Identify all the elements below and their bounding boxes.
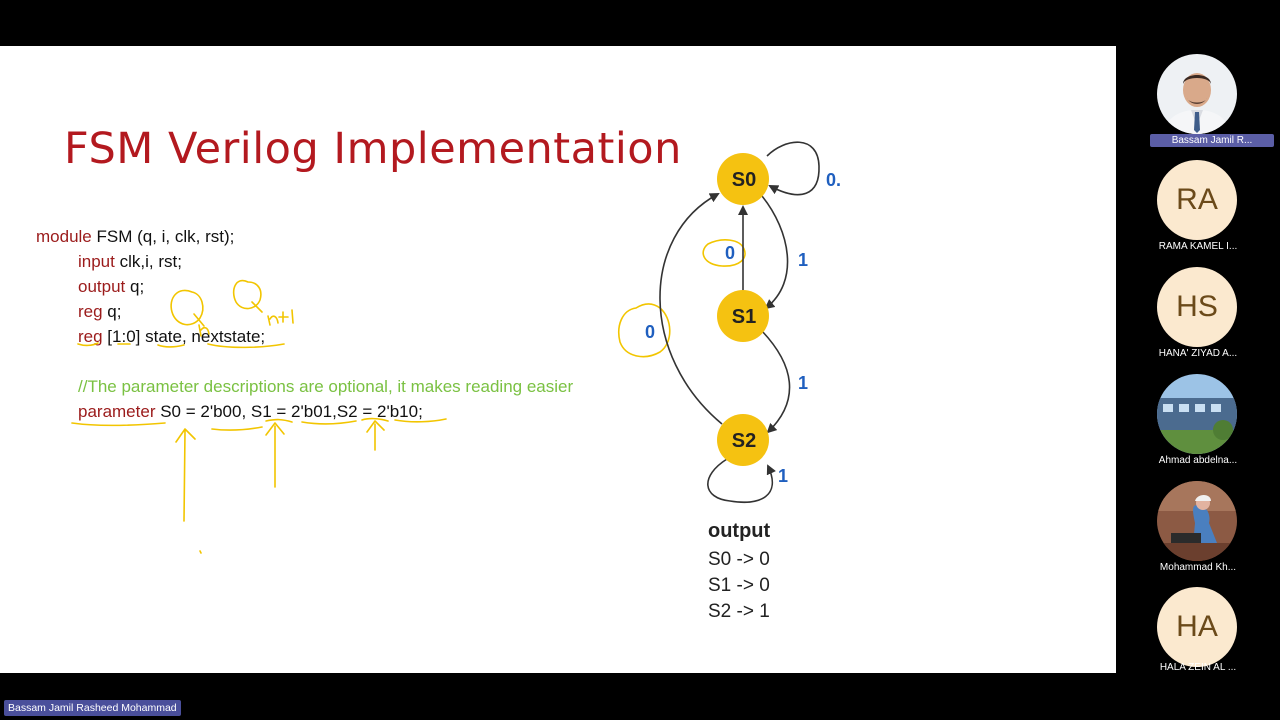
state-s0-label: S0 <box>732 169 756 191</box>
participant-name: Ahmad abdelna... <box>1158 455 1238 466</box>
fsm-state-diagram: S0 S1 S2 0. 1 0 1 0 1 <box>645 141 841 503</box>
participant-tile[interactable]: Mohammad Kh... <box>1116 480 1280 584</box>
edge-label-s1-s0: 0 <box>725 243 735 263</box>
participant-tile[interactable]: HA HALA ZEIN AL ... <box>1116 587 1280 691</box>
code-comment: //The parameter descriptions are optiona… <box>78 377 574 396</box>
state-s1-label: S1 <box>732 306 756 328</box>
avatar: HS <box>1157 267 1237 347</box>
slide-title: FSM Verilog Implementation <box>64 124 682 174</box>
participant-tile[interactable]: RA RAMA KAMEL I... <box>1116 159 1280 263</box>
code-line: module FSM (q, i, clk, rst); <box>36 224 573 249</box>
code-keyword: reg <box>78 327 103 346</box>
edge-label-s0-s1: 1 <box>798 250 808 270</box>
state-s2-node <box>717 414 769 466</box>
participant-tile[interactable]: Bassam Jamil R... <box>1116 52 1280 156</box>
avatar <box>1157 481 1237 561</box>
state-s0-node <box>717 153 769 205</box>
edge-label-s2-self: 1 <box>778 466 788 486</box>
code-text: clk,i, rst; <box>114 252 182 271</box>
code-text: FSM (q, i, clk, rst); <box>91 227 235 246</box>
code-line: reg [1:0] state, nextstate; <box>36 324 573 349</box>
state-s1-node <box>717 290 769 342</box>
code-text: [1:0] state, nextstate; <box>102 327 266 346</box>
avatar <box>1157 54 1237 134</box>
building-photo-icon <box>1157 374 1237 454</box>
presentation-slide: FSM Verilog Implementation module FSM (q… <box>0 46 1116 673</box>
person-photo-icon <box>1157 54 1237 134</box>
code-text: q; <box>125 277 145 296</box>
output-line-s1: S1 -> 0 <box>708 575 770 596</box>
code-line: output q; <box>36 274 573 299</box>
person-photo-icon <box>1157 481 1237 561</box>
edge-s0-s1 <box>761 195 789 310</box>
edge-label-s1-s2: 1 <box>798 373 808 393</box>
edge-s0-self <box>766 141 820 196</box>
state-s2-label: S2 <box>732 430 756 452</box>
edge-label-s0-self: 0. <box>826 170 841 190</box>
code-keyword: reg <box>78 302 103 321</box>
code-keyword: parameter <box>78 402 156 421</box>
edge-s1-s2 <box>761 330 791 434</box>
code-keyword: input <box>78 252 115 271</box>
code-text: S0 = 2'b00, S1 = 2'b01,S2 = 2'b10; <box>155 402 423 421</box>
avatar: HA <box>1157 587 1237 667</box>
code-line: reg q; <box>36 299 573 324</box>
output-title: output <box>708 520 771 542</box>
output-line-s2: S2 -> 1 <box>708 601 770 622</box>
code-line: input clk,i, rst; <box>36 249 573 274</box>
participant-name: Bassam Jamil R... <box>1150 134 1274 147</box>
code-keyword: module <box>36 227 92 246</box>
participant-name: RAMA KAMEL I... <box>1158 241 1238 252</box>
avatar <box>1157 374 1237 454</box>
code-text: q; <box>102 302 122 321</box>
edge-s2-s0 <box>659 193 723 425</box>
code-keyword: output <box>78 277 126 296</box>
output-line-s0: S0 -> 0 <box>708 549 770 570</box>
edge-s2-self <box>707 458 776 503</box>
participant-name: Mohammad Kh... <box>1159 562 1237 573</box>
output-table: output S0 -> 0 S1 -> 0 S2 -> 1 <box>708 520 770 625</box>
edge-label-s2-s0: 0 <box>645 322 655 342</box>
participant-name: HANA' ZIYAD A... <box>1158 348 1238 359</box>
participants-panel: Bassam Jamil R... RA RAMA KAMEL I... HS … <box>1116 46 1280 673</box>
presenter-name-label: Bassam Jamil Rasheed Mohammad <box>4 700 181 716</box>
participant-tile[interactable]: HS HANA' ZIYAD A... <box>1116 266 1280 370</box>
code-line: parameter S0 = 2'b00, S1 = 2'b01,S2 = 2'… <box>36 399 573 424</box>
participant-name: HALA ZEIN AL ... <box>1159 662 1237 673</box>
participant-tile[interactable]: Ahmad abdelna... <box>1116 373 1280 477</box>
avatar: RA <box>1157 160 1237 240</box>
verilog-code-block: module FSM (q, i, clk, rst); input clk,i… <box>36 224 573 424</box>
